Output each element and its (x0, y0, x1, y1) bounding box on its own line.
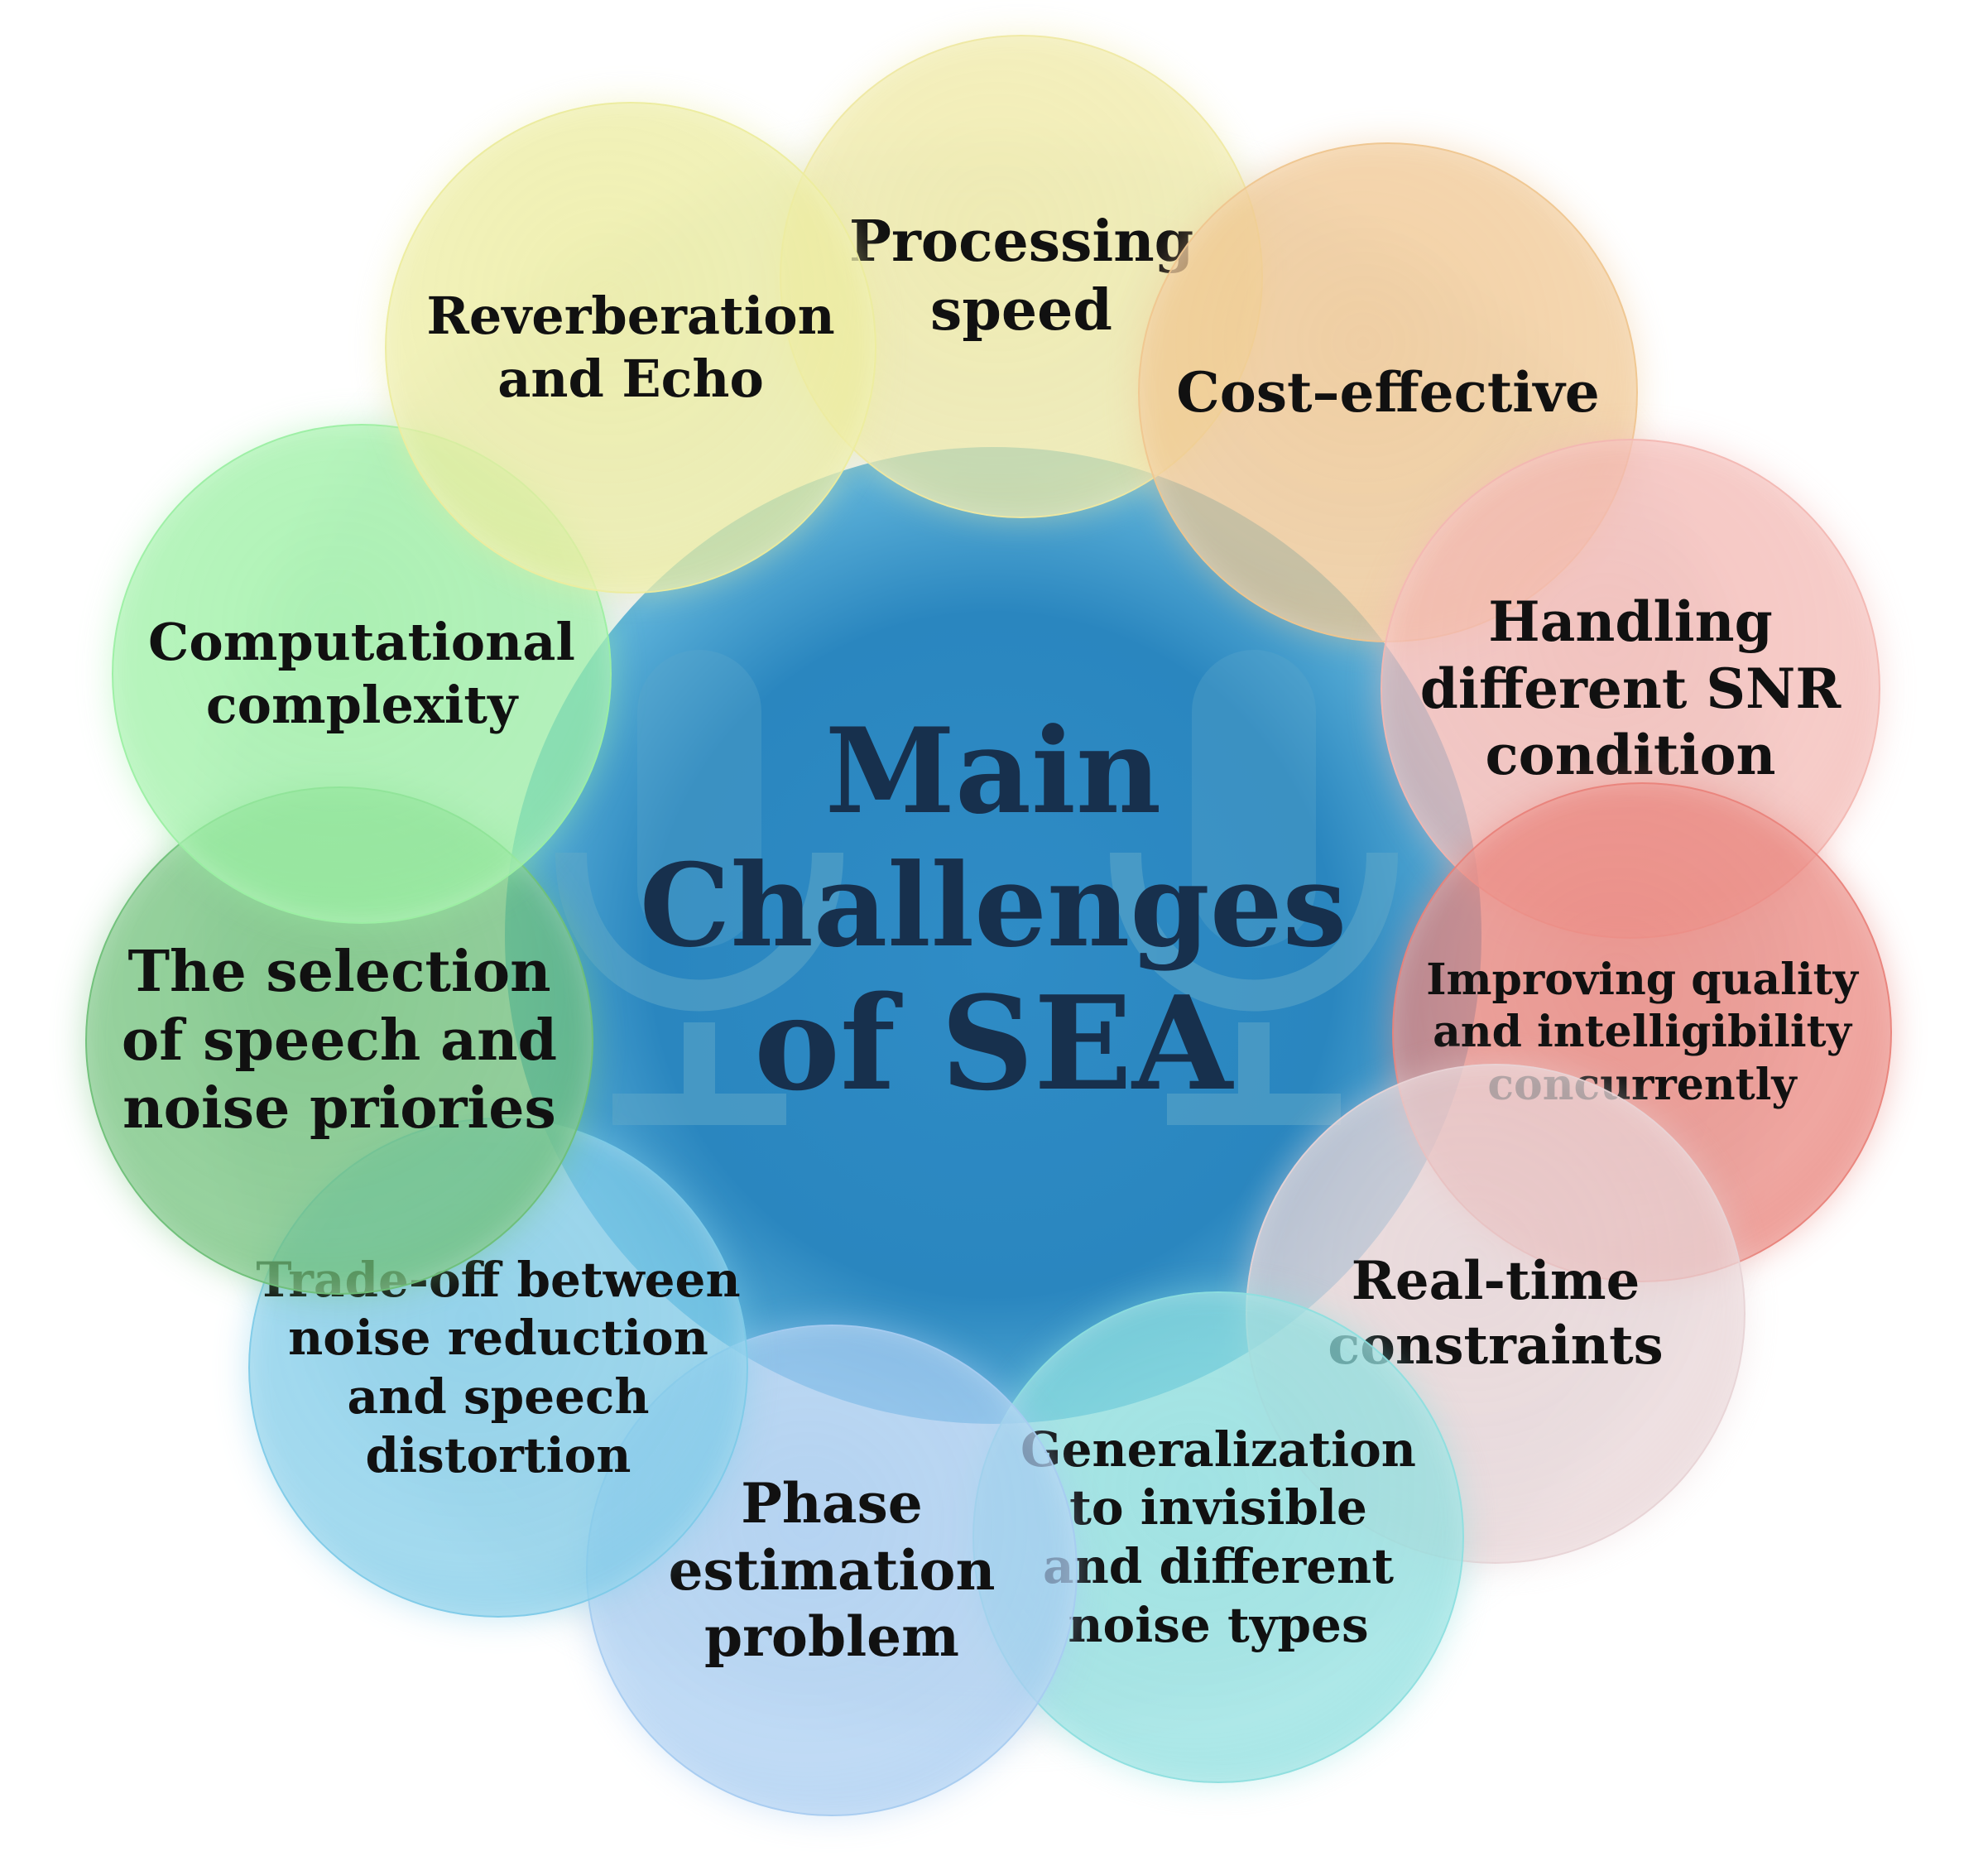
center-title-line3: of SEA (753, 968, 1233, 1119)
challenge-reverberation-echo: Reverberation and Echo (385, 102, 876, 594)
challenge-label: Phase estimation problem (668, 1471, 996, 1670)
challenge-label: Processing speed (848, 209, 1194, 344)
challenge-label: Generalization to invisible and differen… (1020, 1421, 1416, 1653)
challenge-label: Computational complexity (148, 612, 575, 735)
challenge-cost-effective: Cost–effective (1138, 142, 1638, 642)
center-title-line1: Main (824, 703, 1162, 840)
challenge-label: Real-time constraints (1328, 1249, 1664, 1377)
challenge-label: The selection of speech and noise priori… (121, 938, 558, 1142)
center-disc (505, 447, 1481, 1424)
microphone-icon (555, 650, 843, 1125)
center-title-line2: Challenges (639, 838, 1347, 973)
challenge-phase-estimation: Phase estimation problem (586, 1325, 1078, 1816)
center-title: Main Challenges of SEA (596, 662, 1390, 1159)
challenge-label: Handling different SNR condition (1419, 589, 1842, 788)
microphone-icon (1110, 650, 1398, 1125)
challenge-label: Reverberation and Echo (426, 286, 835, 409)
challenge-label: Cost–effective (1176, 359, 1600, 425)
